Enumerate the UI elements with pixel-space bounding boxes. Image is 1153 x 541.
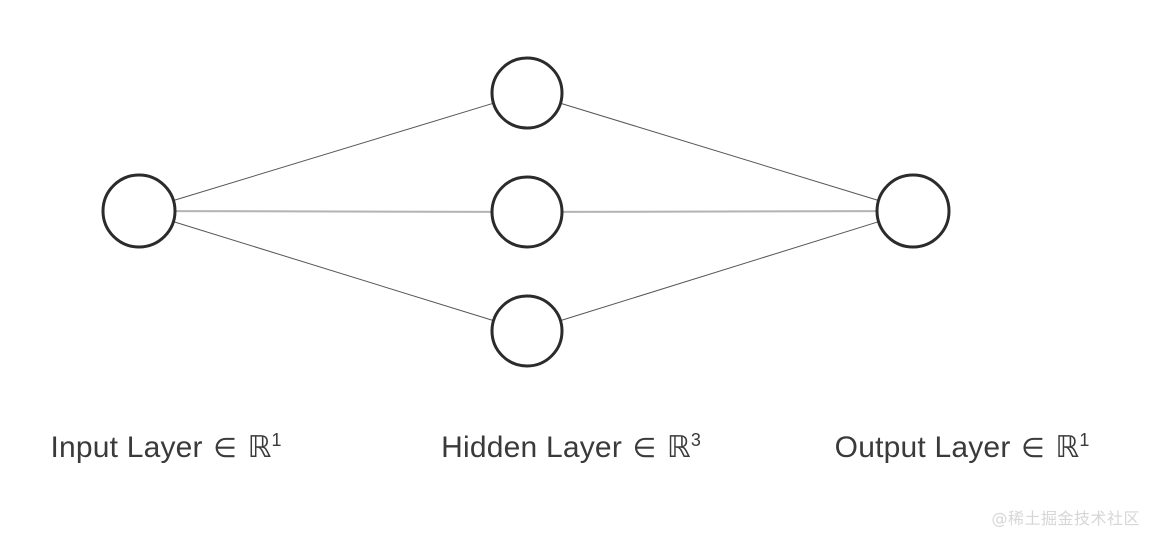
hidden-layer-name: Hidden Layer (441, 431, 623, 464)
real-set-symbol: ℝ (1055, 430, 1080, 465)
edge-h2-o1 (561, 210, 878, 213)
edge-i1-h1 (173, 102, 494, 202)
element-of-icon: ∈ (632, 433, 657, 464)
real-set-symbol: ℝ (247, 430, 272, 465)
hidden-layer-dimension: 3 (690, 430, 701, 450)
watermark: @稀土掘金技术社区 (991, 509, 1140, 528)
node-h3 (490, 294, 564, 368)
node-i1 (101, 173, 177, 249)
input-layer-dimension: 1 (271, 430, 282, 450)
node-h2 (490, 175, 564, 249)
node-h1 (490, 56, 564, 130)
real-set-symbol: ℝ (666, 430, 691, 465)
output-layer-dimension: 1 (1079, 430, 1090, 450)
input-layer-name: Input Layer (50, 431, 203, 464)
element-of-icon: ∈ (213, 433, 238, 464)
edge-h3-o1 (560, 221, 879, 322)
edge-i1-h2 (174, 210, 493, 213)
element-of-icon: ∈ (1021, 433, 1045, 464)
output-layer-label: Output Layer ∈ ℝ1 (834, 430, 1090, 465)
edges-group (173, 102, 879, 322)
nodes-group (101, 56, 951, 368)
edge-h1-o1 (560, 102, 879, 201)
node-o1 (875, 173, 951, 249)
edge-i1-h3 (173, 221, 494, 322)
output-layer-name: Output Layer (834, 431, 1011, 464)
input-layer-label: Input Layer ∈ ℝ1 (50, 430, 282, 465)
hidden-layer-label: Hidden Layer ∈ ℝ3 (441, 430, 701, 465)
